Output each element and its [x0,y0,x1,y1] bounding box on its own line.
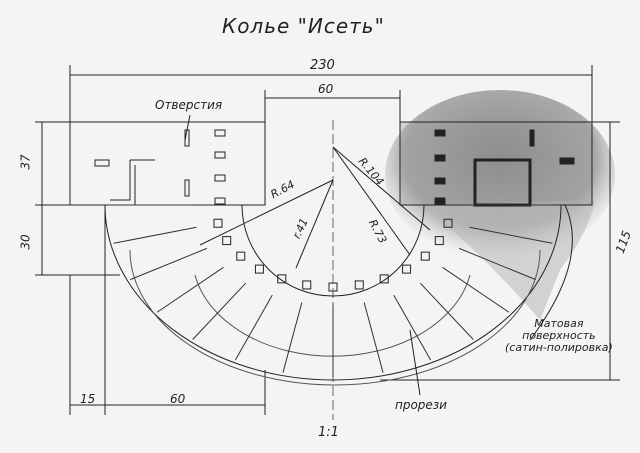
hole [328,282,338,292]
hole [354,280,364,290]
outer-arc [104,204,562,381]
hole [434,236,444,246]
hole [277,274,287,284]
hole [214,151,226,159]
hole [443,218,453,228]
hole [420,251,430,261]
dim-bottom-left: 15 [80,392,96,406]
hole [254,264,264,274]
slot-line [363,302,384,373]
hole [213,218,223,228]
hole [236,251,246,261]
slots-label: прорези [395,398,447,412]
dim-bottom-mid: 60 [170,392,186,406]
dim-top-width: 60 [318,82,334,96]
hole [222,236,232,246]
drawing-title: Колье "Исеть" [222,14,385,38]
slot-line [156,266,224,313]
matte-line3: (сатин-полировка) [505,341,613,354]
hole [434,154,446,162]
slot-line [442,266,510,313]
matte-line1: Матовая [534,317,584,330]
hole [559,157,575,165]
matte-surface-note: Матовая поверхность (сатин-полировка) [505,318,613,354]
hole [184,129,190,147]
slot-line [113,226,197,244]
slot-line [234,294,273,361]
hole [529,129,535,147]
slot-line [469,226,553,244]
hole [214,197,226,205]
holes-label: Отверстия [155,98,223,112]
inner-arc [241,204,425,297]
hole [302,280,312,290]
hole [379,274,389,284]
slot-line [192,282,247,340]
hole [434,129,446,137]
hole [214,174,226,182]
dim-total-width: 230 [310,58,335,73]
slot-line [458,247,536,281]
slot-line [393,294,432,361]
hole [434,177,446,185]
hole [214,129,226,137]
scale-label: 1:1 [318,425,339,440]
left-block [69,121,266,206]
hole [434,197,446,205]
slot-line [130,247,208,281]
slot-line [282,302,303,373]
hole [184,179,190,197]
dim-height-upper: 37 [18,154,33,170]
matte-shading-arc [420,200,595,320]
slot-line [419,282,474,340]
hole [94,159,110,167]
hole [402,264,412,274]
dim-height-lower: 30 [18,234,33,250]
matte-line2: поверхность [522,329,596,342]
